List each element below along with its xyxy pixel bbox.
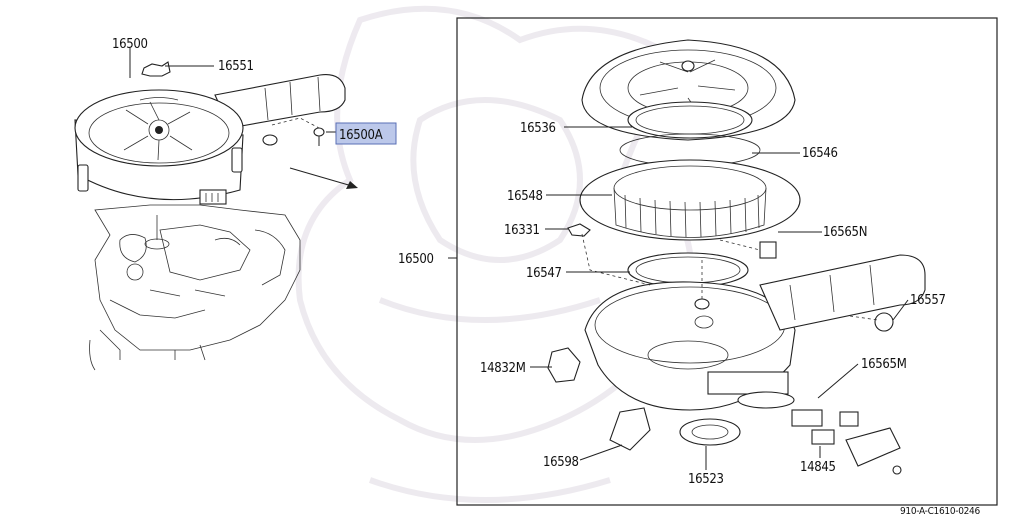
label-14832M[interactable]: 14832M [480,361,526,376]
label-16557[interactable]: 16557 [910,293,946,308]
label-16331[interactable]: 16331 [504,223,540,238]
selected-part-highlight[interactable] [335,122,397,145]
label-16546[interactable]: 16546 [802,146,838,161]
label-16565N[interactable]: 16565N [823,225,867,240]
label-16551[interactable]: 16551 [218,59,254,74]
label-16500-inset[interactable]: 16500 [398,252,434,267]
exploded-assembly [530,39,926,475]
label-16548[interactable]: 16548 [507,189,543,204]
label-16536[interactable]: 16536 [520,121,556,136]
label-16598[interactable]: 16598 [543,455,579,470]
label-16500A[interactable]: 16500A [339,128,383,143]
label-16523[interactable]: 16523 [688,472,724,487]
diagram-code: 910-A-C1610-0246 [900,506,980,517]
engine-overview [74,48,358,371]
label-14845[interactable]: 14845 [800,460,836,475]
label-16565M[interactable]: 16565M [861,357,907,372]
label-16547[interactable]: 16547 [526,266,562,281]
label-16500-overview[interactable]: 16500 [112,37,148,52]
inset-frame [456,17,998,506]
